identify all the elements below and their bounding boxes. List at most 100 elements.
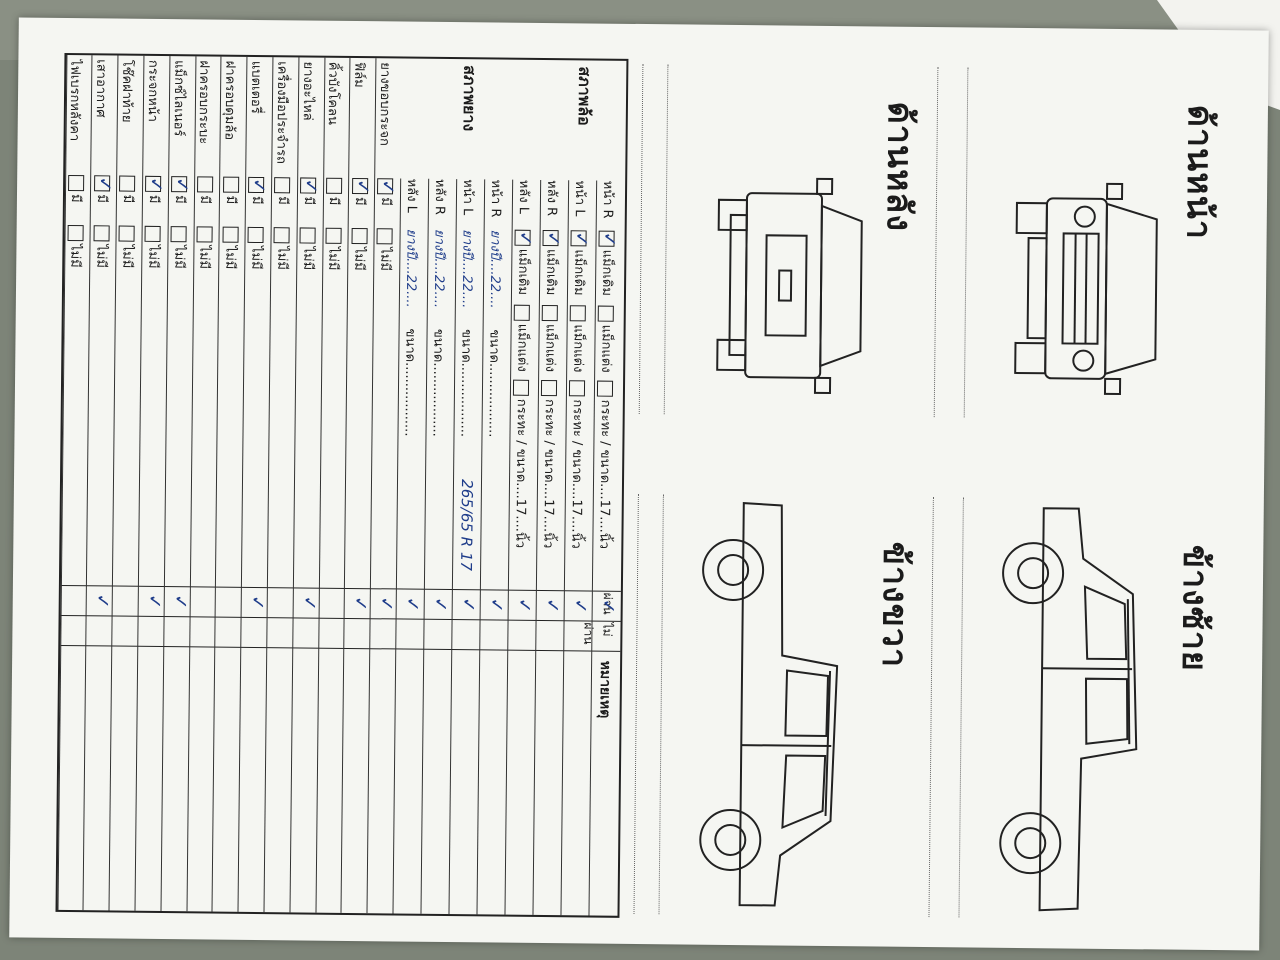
view-title-left: ข้างซ้าย [1174, 544, 1216, 673]
checkbox[interactable] [119, 175, 136, 192]
checkbox[interactable] [274, 177, 291, 194]
tire-size: ขนาด.................. [485, 329, 502, 438]
pass-check: ✓ [541, 597, 563, 614]
checkbox[interactable] [377, 178, 394, 195]
equipment-label: โช๊คฝาท้าย [118, 59, 135, 123]
inspection-sheet: ด้านหน้า ข้างซ้าย ด้านหลัง ข้างขวา [9, 17, 1269, 951]
pass-check: ✓ [349, 595, 372, 612]
equipment-label: ยางอะไหล่ [299, 61, 316, 121]
no-label: ไม่มี [145, 244, 161, 269]
checkbox[interactable] [196, 176, 214, 193]
yes-label: มี [145, 194, 161, 204]
wheel-pos: หลัง R [543, 179, 560, 217]
tire-pos: หลัง R [431, 178, 448, 216]
pass-check: ✓ [401, 596, 423, 612]
equipment-label: ฝาครอบดุมล้อ [221, 60, 238, 141]
checkbox[interactable] [300, 177, 317, 194]
no-label: ไม่มี [299, 246, 316, 271]
yes-label: มี [300, 196, 316, 206]
checkbox[interactable] [351, 227, 368, 245]
checkbox[interactable] [597, 380, 614, 397]
tire-pos: หลัง L [403, 178, 420, 213]
checkbox[interactable] [196, 226, 213, 243]
checkbox[interactable] [222, 176, 239, 193]
checkbox[interactable] [299, 227, 316, 244]
checkbox[interactable] [325, 177, 343, 194]
checkbox[interactable] [325, 227, 342, 244]
no-label: ไม่มี [248, 245, 264, 270]
pass-check: ✓ [457, 597, 479, 613]
no-label: ไม่มี [274, 246, 290, 271]
equipment-label: ฟิล์ม [351, 61, 367, 88]
checkbox[interactable] [351, 177, 368, 195]
pass-check: ✓ [91, 593, 114, 609]
no-label: ไม่มี [67, 244, 83, 268]
equipment-label: กระจกหน้า [144, 59, 161, 123]
checkbox[interactable] [67, 175, 85, 192]
note-line [933, 67, 939, 418]
checkbox[interactable] [273, 227, 290, 244]
checkbox[interactable] [542, 229, 560, 247]
wheel-pos: หลัง L [515, 179, 532, 215]
no-label: ไม่มี [377, 247, 393, 272]
checkbox[interactable] [376, 228, 394, 245]
pass-check: ✓ [298, 595, 320, 611]
checkbox[interactable] [67, 225, 84, 242]
checkbox[interactable] [248, 176, 265, 194]
tires-title: สภาพยาง [459, 65, 480, 132]
view-title-rear: ด้านหลัง [878, 101, 921, 233]
truck-front-drawing [1005, 178, 1177, 400]
checkbox[interactable] [570, 230, 588, 247]
wheel-spec: กระทะ / ขนาด....17....นิ้ว [540, 398, 557, 549]
yes-label: มี [197, 195, 213, 205]
checkbox[interactable] [222, 226, 239, 243]
pass-check: ✓ [169, 594, 191, 610]
pass-check: ✓ [246, 594, 268, 611]
equipment-label: แม็กซ์ไลเนอร์ [170, 60, 187, 137]
no-label: ไม่มี [119, 244, 135, 269]
checkbox[interactable] [513, 379, 530, 396]
view-title-front: ด้านหน้า [1178, 104, 1220, 241]
note-line [928, 497, 934, 918]
checkbox[interactable] [570, 305, 587, 322]
wheel-opt2: แม็กแต่ง [598, 324, 614, 373]
yes-label: มี [248, 195, 264, 205]
checkbox[interactable] [170, 226, 187, 243]
checkbox[interactable] [145, 175, 162, 192]
checkbox[interactable] [144, 225, 161, 242]
checkbox[interactable] [514, 304, 531, 321]
checkbox[interactable] [569, 380, 586, 397]
equipment-label: ฝาครอบกระบะ [195, 60, 212, 145]
tire-size: ขนาด.................. [457, 329, 474, 438]
equipment-label: คิ้วบังโคลน [325, 61, 341, 125]
pass-check: ✓ [485, 597, 507, 613]
yes-label: มี [352, 196, 368, 206]
checkbox[interactable] [248, 226, 265, 244]
checkbox[interactable] [171, 176, 188, 193]
no-label: ไม่มี [325, 246, 341, 271]
pass-check: ✓ [513, 597, 535, 614]
checkbox[interactable] [93, 175, 110, 192]
checkbox[interactable] [119, 225, 136, 242]
checkbox[interactable] [541, 379, 558, 397]
tire-size: ขนาด.................. [401, 328, 418, 437]
checkbox[interactable] [598, 305, 615, 322]
yes-label: มี [274, 196, 290, 205]
pass-check: ✓ [143, 593, 165, 610]
no-label: ไม่มี [170, 245, 187, 269]
equipment-label: ไฟเบรกหลังคา [66, 58, 83, 142]
pass-check: ✓ [375, 596, 397, 612]
truck-right-side-drawing [679, 494, 873, 916]
checkbox[interactable] [514, 229, 532, 246]
wheel-pos: หน้า L [571, 180, 588, 217]
wheel-opt2: แม็กแต่ง [570, 324, 586, 373]
checkbox[interactable] [598, 230, 616, 247]
view-title-right: ข้างขวา [874, 541, 916, 669]
truck-rear-drawing [705, 175, 877, 397]
no-label: ไม่มี [351, 246, 367, 271]
checkbox[interactable] [93, 225, 110, 242]
checkbox[interactable] [542, 304, 559, 322]
note-line [658, 494, 664, 915]
wheel-opt2: แม็กแต่ง [514, 323, 530, 372]
yes-label: มี [377, 197, 393, 206]
